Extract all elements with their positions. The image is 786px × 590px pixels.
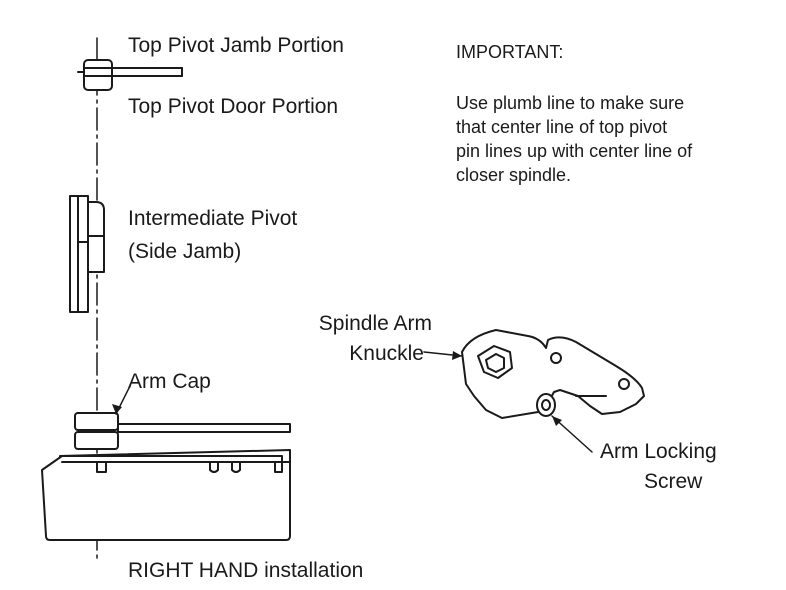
- knuckle-label: Knuckle: [349, 342, 424, 365]
- closer-assembly: [41, 412, 291, 541]
- screw-arrow: [552, 416, 562, 426]
- intermediate-pivot-label: Intermediate Pivot: [128, 207, 298, 230]
- top-pivot-door-label: Top Pivot Door Portion: [128, 95, 339, 118]
- spindle-arm-label: Spindle Arm: [318, 312, 432, 335]
- knuckle-arrow: [452, 351, 462, 360]
- arm-cap-arrow: [112, 404, 122, 414]
- arm-cap-label: Arm Cap: [128, 370, 211, 393]
- screw-label: Screw: [644, 470, 703, 493]
- top-pivot: [77, 59, 183, 91]
- spindle-arm-knuckle-drawing: [461, 329, 645, 419]
- installation-caption: RIGHT HAND installation: [128, 559, 364, 582]
- intermediate-pivot-sublabel: (Side Jamb): [128, 240, 242, 263]
- important-note-body: Use plumb line to make sure that center …: [456, 93, 693, 185]
- arm-locking-label: Arm Locking: [600, 440, 717, 463]
- top-pivot-jamb-label: Top Pivot Jamb Portion: [128, 34, 344, 57]
- important-heading: IMPORTANT:: [456, 42, 564, 62]
- intermediate-pivot: [69, 195, 105, 313]
